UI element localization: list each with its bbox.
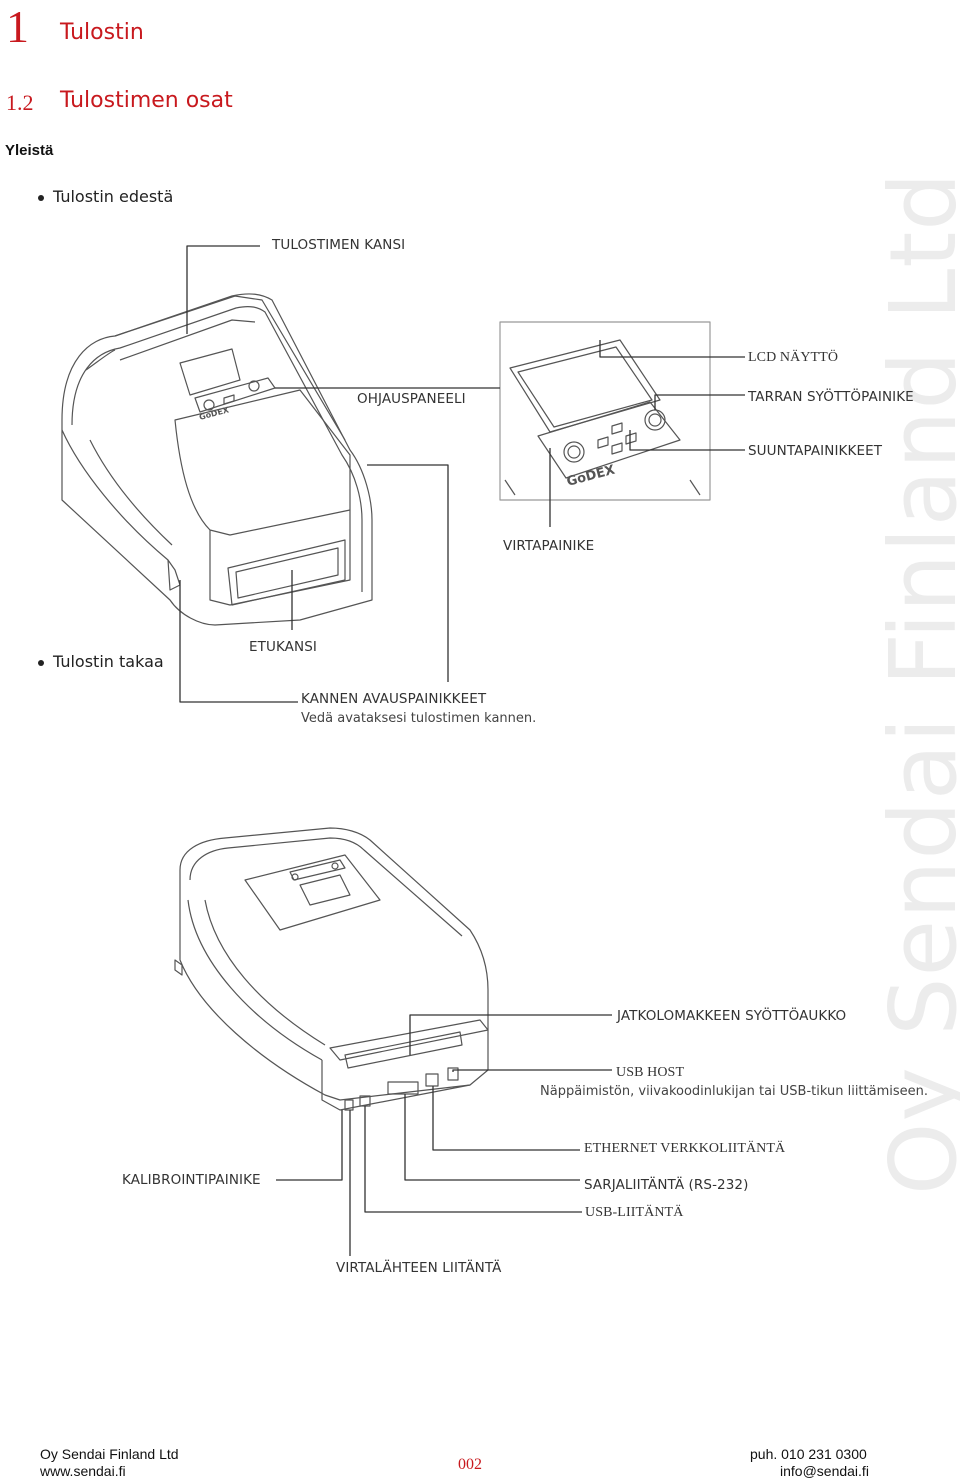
label-feed-button: TARRAN SYÖTTÖPAINIKE: [748, 389, 914, 405]
bullet-dot-icon: [38, 194, 44, 201]
section-number: 1.2: [6, 90, 34, 115]
bullet-back-text: Tulostin takaa: [53, 652, 164, 671]
usb-host-note: Näppäimistön, viivakoodinlukijan tai USB…: [540, 1084, 929, 1099]
back-printer-drawing: [174, 827, 489, 1111]
bullet-front: Tulostin edestä: [38, 187, 173, 206]
bullet-front-text: Tulostin edestä: [53, 187, 174, 206]
page-number: 002: [458, 1456, 482, 1473]
section-title: Tulostimen osat: [60, 88, 233, 113]
footer-email[interactable]: info@sendai.fi: [780, 1463, 869, 1479]
label-power-button: VIRTAPAINIKE: [503, 538, 595, 554]
brand-logo-zoom: GoDEX: [565, 463, 616, 490]
release-note: Vedä avataksesi tulostimen kannen.: [301, 711, 537, 726]
label-direction-buttons: SUUNTAPAINIKKEET: [748, 443, 883, 459]
bullet-back: Tulostin takaa: [38, 652, 164, 671]
chapter-number: 1: [6, 1, 29, 52]
chapter-title: Tulostin: [60, 20, 144, 45]
label-release-buttons: KANNEN AVAUSPAINIKKEET: [301, 691, 487, 707]
label-front-cover: ETUKANSI: [249, 639, 317, 655]
label-serial: SARJALIITÄNTÄ (RS-232): [584, 1177, 749, 1193]
label-usb-host: USB HOST: [616, 1065, 685, 1080]
footer-website[interactable]: www.sendai.fi: [40, 1463, 126, 1479]
label-control-panel: OHJAUSPANEELI: [357, 391, 466, 407]
label-ethernet: ETHERNET VERKKOLIITÄNTÄ: [584, 1141, 786, 1156]
label-cover: TULOSTIMEN KANSI: [272, 237, 406, 253]
label-calibration: KALIBROINTIPAINIKE: [122, 1172, 261, 1188]
label-fanfold: JATKOLOMAKKEEN SYÖTTÖAUKKO: [617, 1008, 847, 1024]
bullet-dot-icon: [38, 659, 44, 666]
label-usb: USB-LIITÄNTÄ: [585, 1205, 684, 1220]
label-lcd: LCD NÄYTTÖ: [748, 350, 839, 365]
footer-company: Oy Sendai Finland Ltd: [40, 1446, 179, 1462]
label-power-socket: VIRTALÄHTEEN LIITÄNTÄ: [336, 1260, 502, 1276]
subheading: Yleistä: [5, 142, 54, 159]
control-panel-zoom-drawing: [499, 321, 711, 501]
front-printer-drawing: [61, 293, 373, 626]
footer-phone: puh. 010 231 0300: [750, 1446, 867, 1462]
